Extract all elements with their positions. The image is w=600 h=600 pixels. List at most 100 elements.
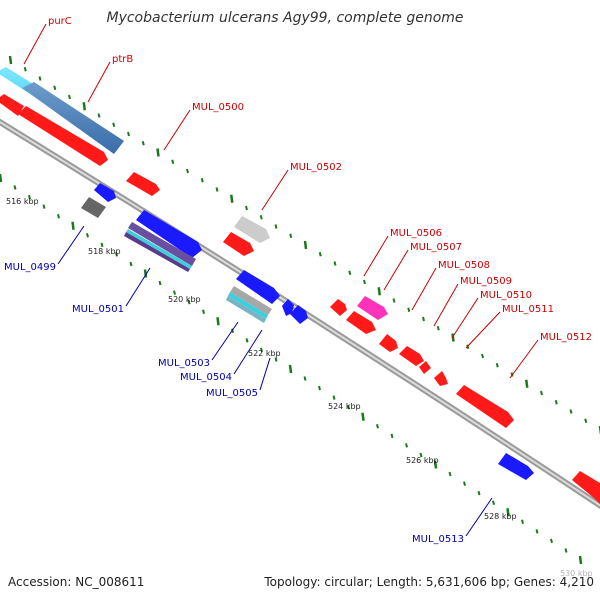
forward-gene-labels: purC ptrB MUL_0500 MUL_0502 MUL_0506 MUL… [48,16,592,343]
leader-mul-0503 [211,321,239,361]
tick-mark [200,178,204,183]
gene-feature-mul-0501-stripe-c[interactable] [124,232,190,272]
gene-label-mul-0513[interactable]: MUL_0513 [412,534,464,545]
tick-mark [392,298,396,303]
tick-mark [448,471,452,477]
gene-feature-mul-0500[interactable] [126,172,160,196]
tick-label-518: 518 kbp [88,247,121,256]
map-title: Mycobacterium ulcerans Agy99, complete g… [106,10,463,26]
tick-mark [156,148,160,157]
tick-mark [376,424,379,429]
gene-label-mul-0503[interactable]: MUL_0503 [158,358,210,369]
tick-mark [28,194,31,200]
gene-label-mul-0501[interactable]: MUL_0501 [72,304,124,315]
tick-mark [521,519,524,525]
tick-mark [451,333,455,342]
tick-mark [422,316,425,322]
gene-label-purc[interactable]: purC [48,16,72,27]
tick-label-528: 528 kbp [484,512,517,521]
tick-mark [82,102,86,111]
leader-mul-0500 [163,109,191,151]
tick-mark [303,376,307,381]
gene-label-mul-0507[interactable]: MUL_0507 [410,242,462,253]
tick-label-524: 524 kbp [328,402,361,411]
gene-feature-mul-0507[interactable] [379,334,398,352]
tick-mark [68,94,71,100]
tick-mark [564,548,568,553]
gene-label-mul-0508[interactable]: MUL_0508 [438,260,490,271]
gene-label-ptrb[interactable]: ptrB [112,54,133,65]
gene-feature-mul-0506[interactable] [357,296,388,320]
gene-feature-mul-0513[interactable] [498,453,534,480]
leader-mul-0511 [465,311,501,349]
gene-feature-mul-0503-blue[interactable] [236,270,280,304]
gene-label-mul-0500[interactable]: MUL_0500 [192,102,244,113]
gene-label-mul-0506[interactable]: MUL_0506 [390,228,442,239]
gene-feature-blue-small[interactable] [94,183,116,202]
tick-mark [42,204,46,209]
tick-mark [57,213,60,219]
gene-feature-mul-0501-blue[interactable] [136,210,202,258]
tick-mark [215,187,219,192]
gene-feature-mul-0506a[interactable] [330,299,347,316]
gene-feature-mul-0504[interactable] [282,299,294,316]
forward-strand-genes [0,67,600,504]
gene-label-mul-0512[interactable]: MUL_0512 [540,332,592,343]
gene-label-mul-0505[interactable]: MUL_0505 [206,388,258,399]
tick-mark [361,412,365,421]
tick-mark [433,460,438,469]
gene-feature-mul-0508[interactable] [399,346,424,366]
gene-feature-mul-0502[interactable] [223,232,254,256]
gene-feature-mul-0503-stripe-a[interactable] [230,286,272,315]
gene-feature-mul-0510[interactable] [434,371,448,386]
gene-label-mul-0511[interactable]: MUL_0511 [502,304,554,315]
tick-mark [377,287,381,296]
gene-label-mul-0499[interactable]: MUL_0499 [4,262,56,273]
gene-feature-red-end[interactable] [572,471,600,504]
tick-label-526: 526 kbp [406,456,439,465]
tick-mark [477,490,481,496]
gene-feature-mul-0505[interactable] [290,305,308,324]
tick-mark [419,452,423,458]
tick-mark [495,363,499,368]
gene-feature-mul-0509[interactable] [419,361,431,374]
gene-feature-mul-0499[interactable] [81,197,106,218]
tick-mark [38,76,42,81]
gene-feature-red-a[interactable] [0,94,24,116]
leader-mul-0499 [57,225,85,265]
gene-feature-grey-0502[interactable] [234,216,270,243]
gene-feature-ptrb[interactable] [22,82,124,154]
tick-mark [481,353,484,359]
tick-mark [216,317,220,326]
gene-label-mul-0509[interactable]: MUL_0509 [460,276,512,287]
tick-mark [173,290,176,295]
gene-feature-mul-0512[interactable] [456,385,514,428]
tick-mark [112,122,116,127]
genome-summary-text: Topology: circular; Length: 5,631,606 bp… [263,575,594,589]
leader-mul-0502 [261,169,289,211]
tick-mark [13,185,17,190]
scale-tick-labels: 516 kbp 518 kbp 520 kbp 522 kbp 524 kbp … [6,197,593,578]
tick-mark [71,221,75,230]
tick-mark [141,141,145,146]
tick-mark [171,159,175,164]
tick-mark [347,404,350,410]
gene-label-mul-0510[interactable]: MUL_0510 [480,290,532,301]
gene-feature-mul-0503-stripe-b[interactable] [228,292,268,319]
tick-mark [525,379,529,388]
label-leader-lines [23,23,539,537]
gene-feature-mul-0506b[interactable] [346,311,376,334]
tick-mark [578,555,583,565]
gene-feature-mul-0501-stripe-b[interactable] [126,229,192,269]
gene-feature-mul-0503-stripe-c[interactable] [226,296,266,323]
reverse-strand-genes [81,183,534,480]
gene-feature-mul-0501-stripe-a[interactable] [128,222,196,266]
tick-mark [0,173,3,183]
tick-mark [187,299,191,305]
gene-feature-red-b[interactable] [18,106,108,166]
tick-mark [274,357,278,362]
gene-label-mul-0504[interactable]: MUL_0504 [180,372,232,383]
tick-mark [569,409,573,414]
gene-label-mul-0502[interactable]: MUL_0502 [290,162,342,173]
